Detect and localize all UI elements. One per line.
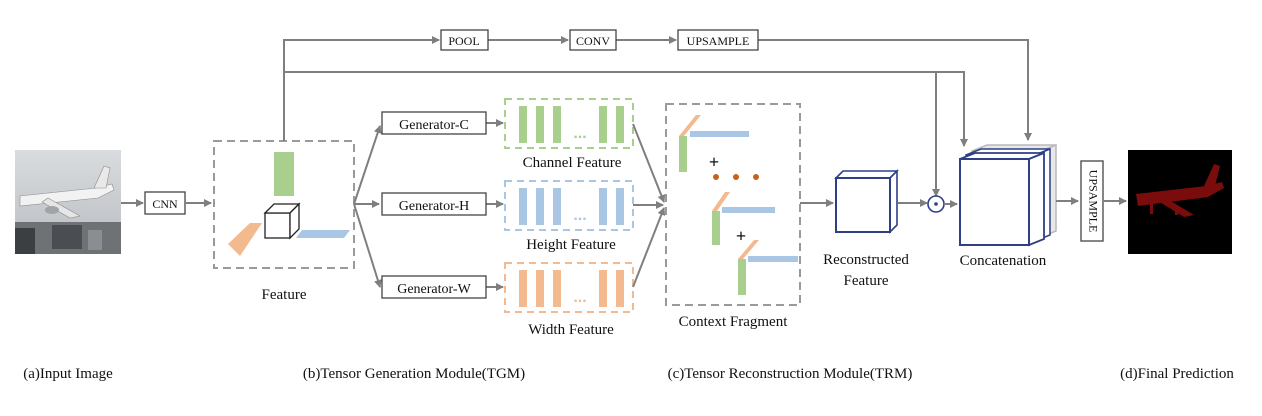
skip-paths: [283, 36, 1032, 197]
generator-c-box: [381, 111, 487, 135]
feature-orange-slab: [228, 223, 262, 256]
upsample-right-label: UPSAMPLE: [1086, 170, 1100, 233]
height-feature-label: Height Feature: [526, 237, 616, 253]
channel-feature-group: [504, 98, 634, 149]
elementwise-product-dot: [934, 202, 938, 206]
reconstructed-label-line2: Feature: [844, 273, 889, 289]
height-feature-group: [504, 180, 634, 231]
caption-trm: (c)Tensor Reconstruction Module(TRM): [668, 366, 913, 382]
channel-dots: ...: [573, 125, 586, 142]
upsample-top-label: UPSAMPLE: [687, 34, 750, 48]
reconstructed-label-line1: Reconstructed: [823, 252, 909, 268]
width-dots: ...: [573, 289, 586, 306]
fragment-tensor-2: [712, 192, 775, 245]
width-feature-label: Width Feature: [528, 322, 614, 338]
feature-label: Feature: [262, 287, 307, 303]
caption-tgm: (b)Tensor Generation Module(TGM): [303, 366, 525, 382]
generator-h-box: [381, 192, 487, 216]
channel-feature-label: Channel Feature: [523, 155, 622, 171]
plus-1: +: [709, 152, 719, 172]
concatenation-label: Concatenation: [960, 253, 1047, 269]
context-fragment-box: [665, 103, 801, 306]
plus-2: +: [736, 226, 746, 246]
input-image: [15, 150, 121, 254]
concatenation-stack: [959, 143, 1057, 247]
generator-arrows: [353, 119, 504, 291]
context-fragment-label: Context Fragment: [679, 314, 789, 330]
height-dots: ...: [573, 207, 586, 224]
upsample-top-box: [677, 29, 759, 51]
generator-w-box: [381, 275, 487, 299]
generator-h-label: Generator-H: [399, 199, 469, 214]
pool-box: [440, 29, 489, 51]
caption-input-image: (a)Input Image: [23, 366, 113, 382]
converge-arrows: [632, 123, 666, 288]
final-prediction-image: [1128, 150, 1232, 254]
reconstructed-cube: [834, 169, 899, 234]
ellipsis-dots: [713, 174, 759, 180]
feature-cube-icon: [263, 202, 301, 240]
conv-box: [569, 29, 617, 51]
fragment-tensor-1: [679, 115, 749, 172]
generator-w-label: Generator-W: [397, 282, 471, 297]
width-feature-group: [504, 262, 634, 313]
pool-label: POOL: [448, 34, 479, 48]
conv-label: CONV: [576, 34, 610, 48]
feature-blue-slab: [296, 230, 350, 238]
feature-green-bar: [274, 152, 294, 196]
caption-final-prediction: (d)Final Prediction: [1120, 366, 1234, 382]
cnn-label: CNN: [152, 197, 178, 211]
generator-c-label: Generator-C: [399, 118, 469, 133]
fragment-tensor-3: [738, 240, 798, 295]
